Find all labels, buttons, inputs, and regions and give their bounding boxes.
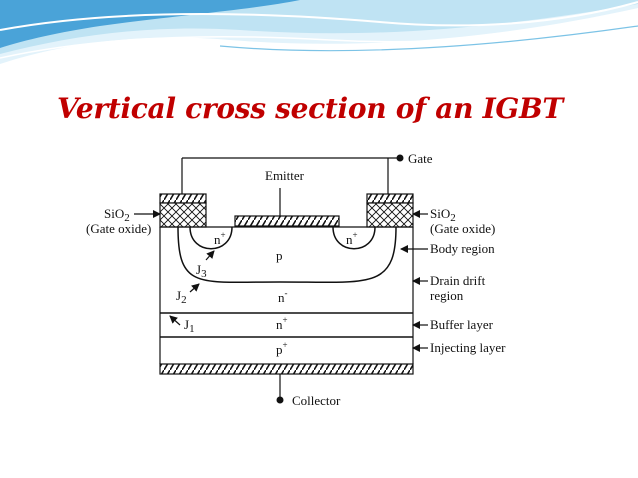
gate-terminal-dot [396,154,404,162]
junction-j3-arrow [205,250,215,261]
header-wave-decoration [0,0,638,64]
injecting-layer-callout: Injecting layer [430,340,506,355]
junction-j1-label: J1 [184,317,195,335]
collector-metal-contact [159,363,414,375]
junction-j2-arrow [189,283,200,293]
right-n-plus-label: n+ [346,230,358,247]
right-oxide-label: SiO2 [430,206,456,224]
p-body-region-boundary [177,226,397,284]
drift-region-label: n- [278,288,288,305]
wave-line-upper [0,1,638,31]
buffer-layer-callout: Buffer layer [430,317,494,332]
gate-label: Gate [408,151,433,166]
right-n-plus-well [332,226,376,250]
buffer-layer-label: n+ [276,315,288,332]
left-n-plus-well [189,226,233,250]
wave-band-dark [0,0,300,48]
junction-j1-arrow [169,315,181,326]
right-gate-oxide [366,202,414,228]
body-region-callout: Body region [430,241,495,256]
wave-line-accent [219,25,638,52]
right-gate-electrode [366,193,414,204]
slide-title: Vertical cross section of an IGBT [57,92,563,125]
emitter-metal-contact [234,215,340,227]
right-oxide-note: (Gate oxide) [430,221,495,236]
junction-j2-label: J2 [176,288,187,306]
p-body-label: p [276,248,283,263]
left-oxide-label: SiO2 [104,206,130,224]
left-oxide-note: (Gate oxide) [86,221,151,236]
injecting-layer-label: p+ [276,340,288,357]
collector-terminal-dot [276,396,284,404]
left-gate-electrode [159,193,207,204]
collector-label: Collector [292,393,341,408]
left-gate-oxide [159,202,207,228]
emitter-label: Emitter [265,168,305,183]
drift-region-callout-line2: region [430,288,464,303]
igbt-cross-section-diagram: Gate Emitter Collector n+ n+ p n- n+ p+ … [86,151,506,408]
junction-j3-label: J3 [196,262,207,280]
left-n-plus-label: n+ [214,230,226,247]
wave-line-lower [0,13,638,59]
drift-region-callout-line1: Drain drift [430,273,486,288]
